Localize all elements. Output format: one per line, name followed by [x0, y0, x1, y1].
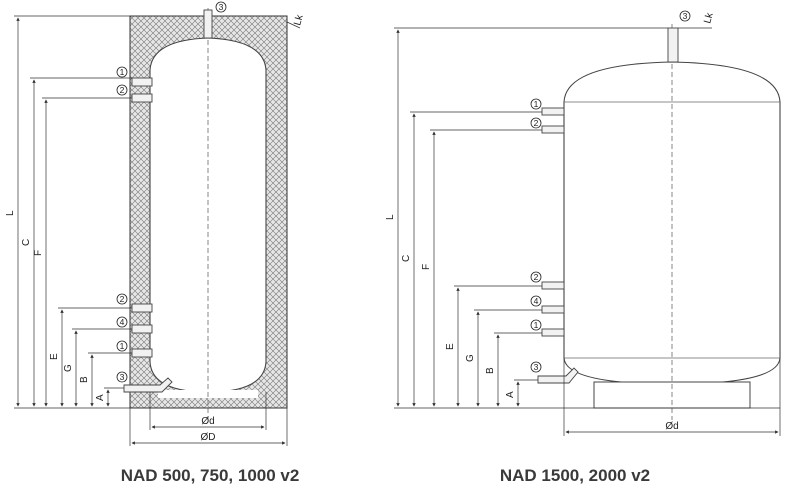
- svg-text:4: 4: [534, 296, 539, 306]
- svg-text:E: E: [445, 343, 456, 350]
- right-diagram: 3 1 2 2 4 1 3 Lk: [385, 10, 781, 485]
- svg-text:1: 1: [534, 320, 539, 330]
- right-dim-C: C: [401, 111, 542, 407]
- right-pipe-1-lower: [541, 328, 565, 337]
- left-pipe-1-lower: [131, 348, 153, 358]
- right-connection-2-upper: 2: [530, 117, 542, 129]
- left-connection-2-lower: 2: [116, 293, 128, 305]
- right-dim-L: L: [385, 27, 668, 407]
- left-connection-2-upper: 2: [116, 84, 128, 96]
- left-dim-F: F: [33, 97, 132, 407]
- right-dim-F: F: [421, 129, 542, 407]
- left-connection-1-upper: 1: [116, 66, 128, 78]
- svg-text:ØD: ØD: [201, 432, 216, 443]
- svg-text:C: C: [401, 255, 412, 262]
- left-top-pipe: [203, 9, 213, 39]
- svg-text:1: 1: [120, 341, 125, 351]
- svg-text:2: 2: [534, 272, 539, 282]
- svg-text:F: F: [421, 264, 432, 270]
- right-pipe-2-upper: [541, 125, 565, 134]
- left-dim-C: C: [21, 77, 132, 407]
- svg-text:A: A: [505, 391, 516, 398]
- svg-text:Ød: Ød: [665, 421, 678, 432]
- right-lk-label: Lk: [702, 11, 716, 25]
- right-caption: NAD 1500, 2000 v2: [500, 466, 650, 485]
- left-pipe-2-lower: [131, 303, 153, 313]
- svg-text:L: L: [5, 210, 16, 216]
- right-tank-body: [563, 61, 781, 385]
- svg-text:3: 3: [219, 2, 224, 12]
- left-connection-3-bottom: 3: [116, 371, 128, 383]
- svg-text:C: C: [21, 239, 32, 246]
- svg-text:G: G: [63, 364, 74, 372]
- svg-text:3: 3: [120, 372, 125, 382]
- svg-text:3: 3: [534, 362, 539, 372]
- right-top-pipe: [667, 27, 679, 63]
- svg-text:L: L: [385, 214, 396, 220]
- svg-text:4: 4: [120, 317, 125, 327]
- left-dim-L: L: [5, 15, 130, 407]
- svg-text:A: A: [95, 394, 106, 401]
- left-dim-G: G: [63, 328, 132, 407]
- right-connection-2-lower: 2: [530, 271, 542, 283]
- right-pipe-3-bottom: [537, 367, 579, 384]
- right-connection-1-upper: 1: [530, 98, 542, 110]
- right-dim-G: G: [465, 309, 542, 407]
- svg-text:3: 3: [683, 11, 688, 21]
- left-connection-3-top: 3: [215, 1, 227, 13]
- left-dim-E: E: [49, 307, 132, 407]
- left-dim-A: A: [95, 387, 124, 407]
- svg-text:B: B: [79, 376, 90, 383]
- left-dim-D: ØD: [129, 408, 288, 446]
- left-pipe-2-upper: [131, 93, 153, 103]
- left-pipe-3-bottom: [123, 377, 173, 393]
- left-pipe-1-upper: [131, 77, 153, 87]
- right-dim-d: Ød: [563, 358, 781, 436]
- left-pipe-4: [131, 324, 153, 334]
- svg-text:2: 2: [120, 294, 125, 304]
- right-pipe-2-lower: [541, 281, 565, 290]
- left-connection-4: 4: [116, 316, 128, 328]
- right-dim-A: A: [505, 379, 538, 407]
- right-connection-1-lower: 1: [530, 319, 542, 331]
- left-dim-B: B: [79, 352, 132, 407]
- svg-text:2: 2: [534, 118, 539, 128]
- left-lk-leader: [286, 21, 301, 29]
- svg-text:1: 1: [534, 99, 539, 109]
- right-pipe-1-upper: [541, 107, 565, 116]
- svg-text:1: 1: [120, 67, 125, 77]
- left-diagram: 3 1 2 2 4 1 3 Lk: [5, 1, 306, 485]
- svg-text:G: G: [465, 354, 476, 362]
- right-pipe-4: [541, 305, 565, 314]
- svg-text:E: E: [49, 353, 60, 360]
- right-dim-E: E: [445, 285, 542, 407]
- svg-text:F: F: [33, 250, 44, 256]
- right-connection-4: 4: [530, 295, 542, 307]
- svg-text:2: 2: [120, 85, 125, 95]
- left-lk-label: Lk: [292, 13, 306, 27]
- svg-text:Ød: Ød: [201, 416, 214, 427]
- right-connection-3-bottom: 3: [530, 361, 542, 373]
- right-connection-3-top: 3: [679, 10, 691, 22]
- left-caption: NAD 500, 750, 1000 v2: [121, 466, 300, 485]
- svg-text:B: B: [485, 367, 496, 374]
- left-connection-1-lower: 1: [116, 340, 128, 352]
- left-dim-d: Ød: [149, 392, 267, 430]
- right-dim-B: B: [485, 332, 542, 407]
- left-tank-body: [149, 37, 267, 393]
